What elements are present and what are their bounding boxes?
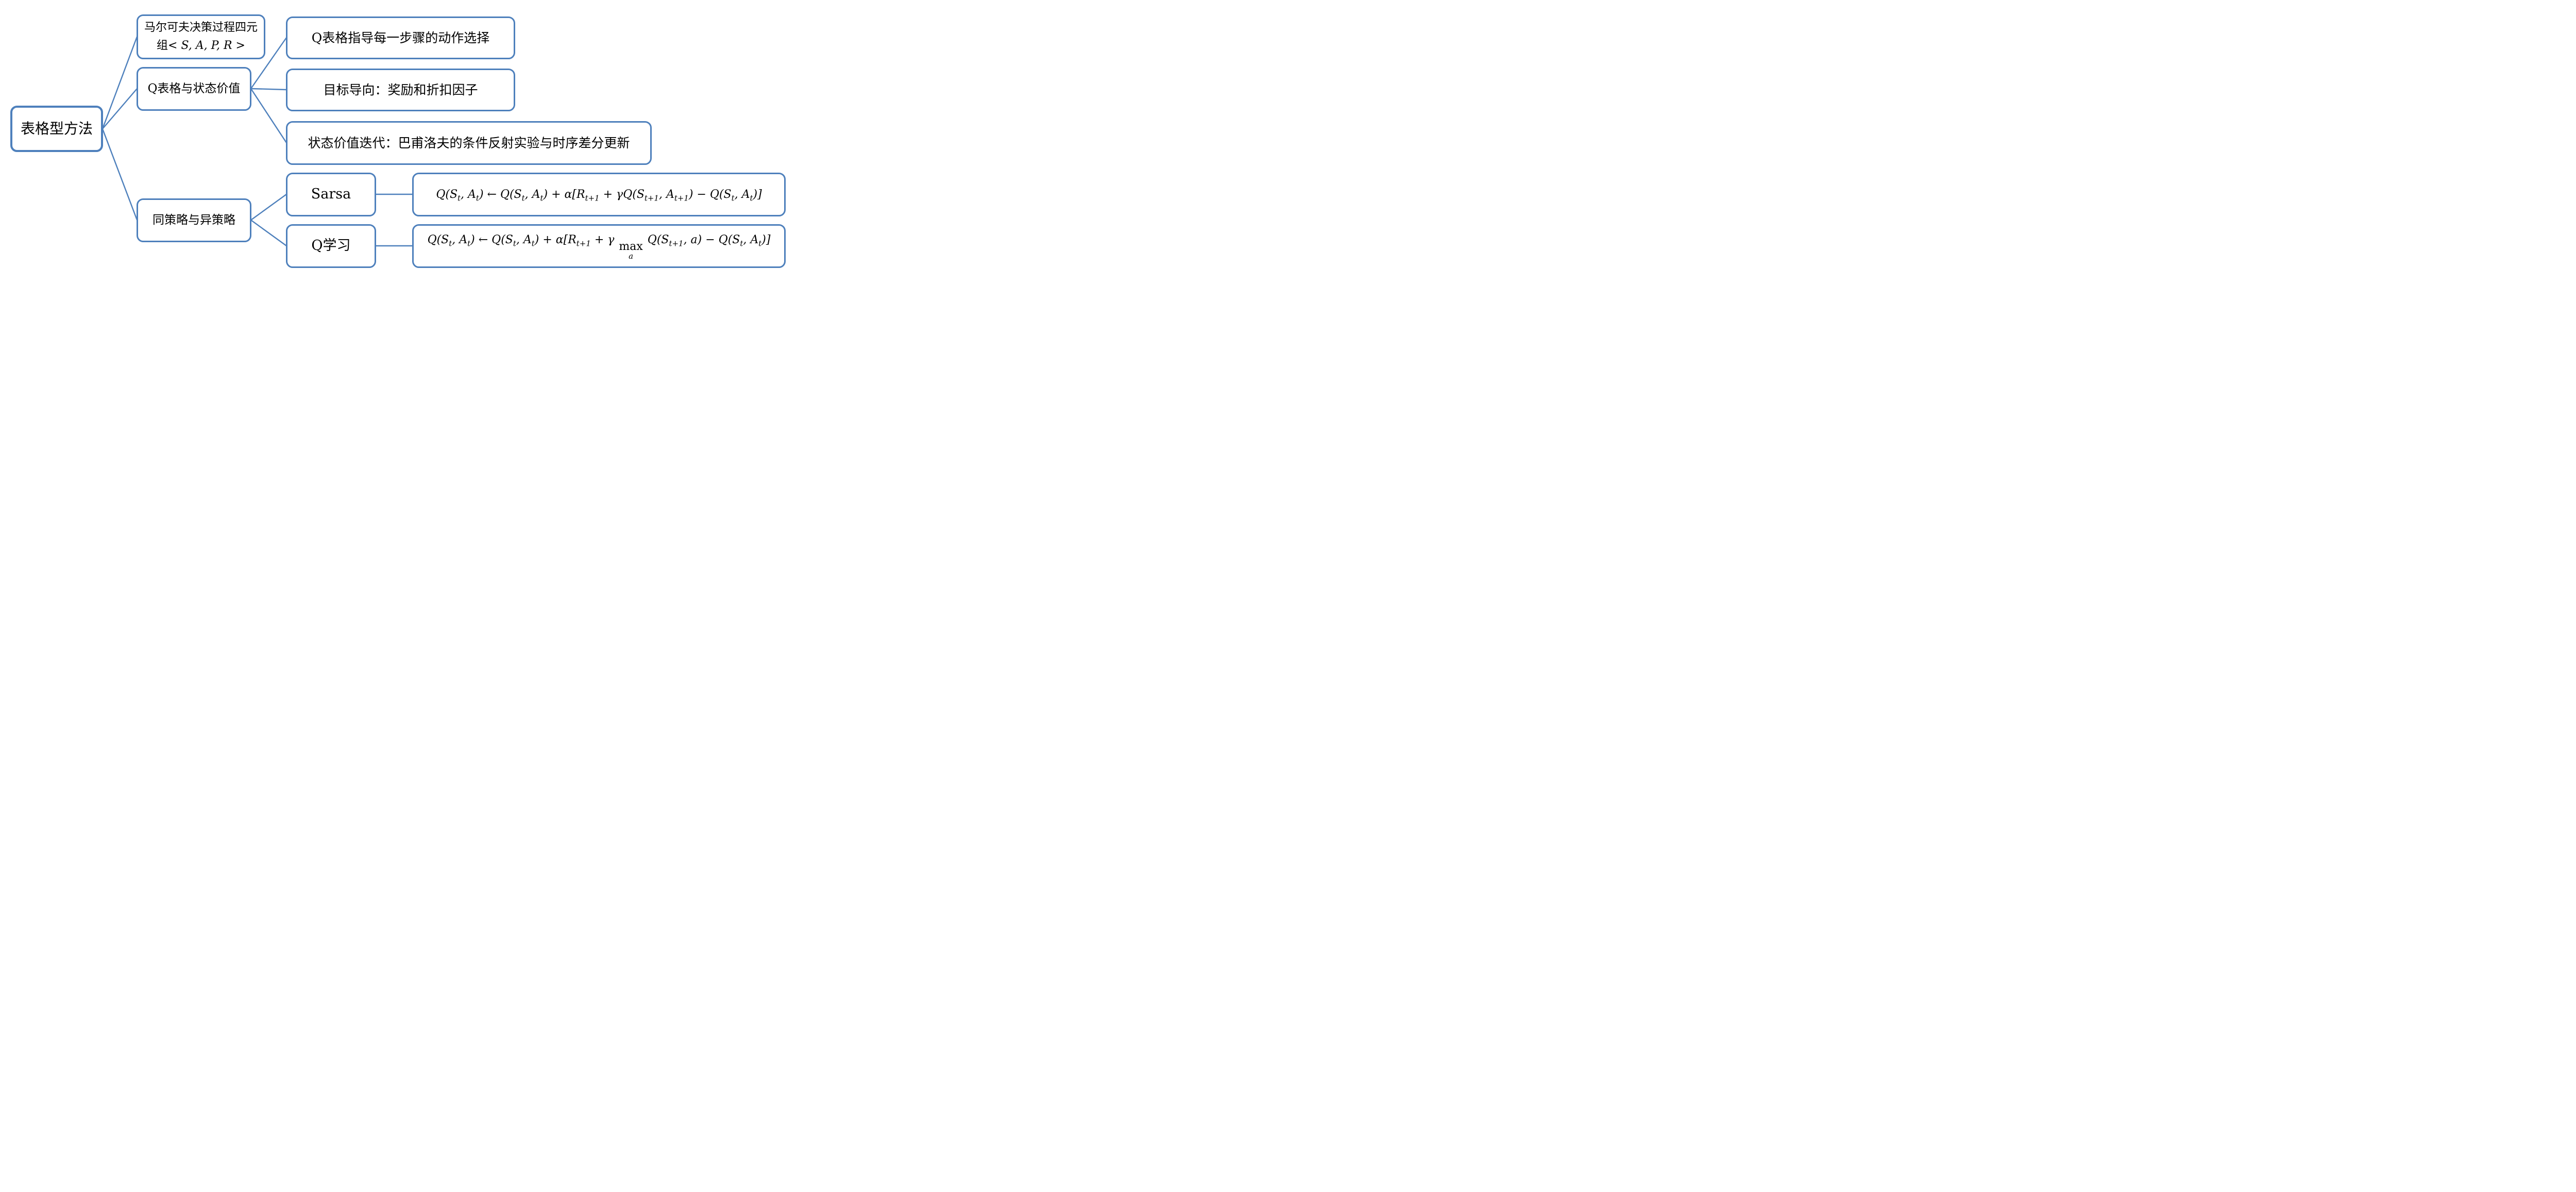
node-action-select: Q表格指导每一步骤的动作选择 [286, 16, 515, 59]
node-root: 表格型方法 [10, 106, 103, 152]
connector-qtable-action [250, 37, 287, 89]
node-mdp-text: 马尔可夫决策过程四元组 [144, 21, 258, 52]
node-qlearning-label: Q学习 [311, 238, 351, 254]
node-sarsa-formula: Q(St, At) ← Q(St, At) + α[Rt+1 + γQ(St+1… [412, 173, 786, 216]
connector-root-qtable [102, 88, 138, 129]
connector-root-mdp [101, 36, 138, 129]
node-mdp: 马尔可夫决策过程四元组< S, A, P, R > [137, 14, 265, 59]
node-goal-oriented-label: 目标导向：奖励和折扣因子 [323, 82, 478, 97]
node-qlearning: Q学习 [286, 224, 376, 268]
node-mdp-label: 马尔可夫决策过程四元组< S, A, P, R > [142, 19, 260, 54]
connector-qtable-goal [250, 88, 287, 91]
connector-qtable-value [250, 88, 287, 143]
node-sarsa-label: Sarsa [311, 186, 351, 203]
node-policy: 同策略与异策略 [137, 198, 251, 242]
node-value-iteration-label: 状态价值迭代：巴甫洛夫的条件反射实验与时序差分更新 [308, 135, 630, 150]
node-qtable-label: Q表格与状态价值 [147, 81, 241, 95]
connector-policy-qlearn [250, 220, 287, 246]
mindmap-canvas: 表格型方法 马尔可夫决策过程四元组< S, A, P, R > Q表格与状态价值… [0, 0, 805, 298]
sarsa-formula-text: Q(St, At) ← Q(St, At) + α[Rt+1 + γQ(St+1… [436, 188, 762, 203]
connector-policy-sarsa [250, 194, 287, 221]
connector-layer [101, 36, 413, 247]
node-value-iteration: 状态价值迭代：巴甫洛夫的条件反射实验与时序差分更新 [286, 121, 652, 165]
node-policy-label: 同策略与异策略 [152, 213, 235, 227]
node-qtable: Q表格与状态价值 [137, 67, 251, 111]
connector-root-policy [101, 128, 138, 221]
node-action-select-label: Q表格指导每一步骤的动作选择 [311, 30, 490, 45]
node-root-label: 表格型方法 [20, 120, 93, 138]
node-goal-oriented: 目标导向：奖励和折扣因子 [286, 69, 515, 111]
node-mdp-tuple: < S, A, P, R > [168, 39, 245, 52]
node-sarsa: Sarsa [286, 173, 376, 216]
